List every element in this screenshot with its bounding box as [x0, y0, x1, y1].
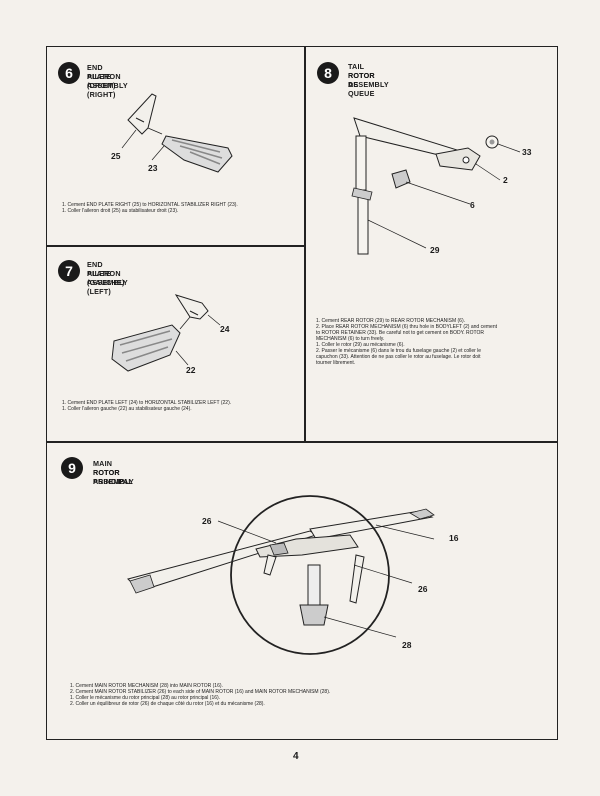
step-instructions: 1. Cement REAR ROTOR (29) to REAR ROTOR … [316, 318, 497, 366]
step-title-en: END PLATE ASSEMBLY (RIGHT) [87, 63, 128, 99]
instruction-line: 1. Coller le mécanisme du rotor principa… [70, 695, 221, 701]
callout-label: 23 [148, 163, 158, 173]
instruction-line: to ROTOR RETAINER (33). Be careful not t… [316, 330, 485, 336]
step-title-fr: AILERON (DROIT) [87, 72, 121, 90]
step-title-en: MAIN ROTOR ASSEMBLY [93, 459, 134, 486]
step-title-en: TAIL ROTOR ASSEMBLY [348, 62, 389, 89]
callout-label: 28 [402, 640, 412, 650]
callout-label: 24 [220, 324, 230, 334]
step-number-badge: 6 [58, 62, 80, 84]
left-row-divider [46, 245, 305, 247]
instruction-line: 1. Coller l'aileron droit (25) au stabil… [62, 208, 179, 214]
step-number-badge: 9 [61, 457, 83, 479]
step-title-fr: ROTOR DE QUEUE [348, 71, 375, 98]
instruction-line: MECHANISM (6) to turn freely. [316, 336, 385, 342]
instruction-line: 1. Cement REAR ROTOR (29) to REAR ROTOR … [316, 318, 466, 324]
instruction-frame [46, 46, 558, 740]
instruction-line: capuchon (33). Attention de ne pas colle… [316, 354, 481, 360]
instruction-line: 2. Coller un équilibreur de rotor (26) d… [70, 701, 265, 707]
main-rotor-diagram [127, 495, 435, 655]
instruction-line: tourner librement. [316, 360, 356, 366]
instruction-line: 2. Place REAR ROTOR MECHANISM (6) thru h… [316, 324, 497, 330]
step-instructions: 1. Cement END PLATE RIGHT (25) to HORIZO… [62, 202, 238, 214]
callout-label: 26 [418, 584, 428, 594]
step-title-fr: AILERON (GAUCHE) [87, 269, 125, 287]
page-number: 4 [293, 751, 299, 762]
callout-label: 25 [111, 151, 121, 161]
instruction-line: 1. Coller le rotor (29) au mécanisme (6)… [316, 342, 405, 348]
step-title-fr: ROTOR PRINCIPAL [93, 468, 134, 486]
step-instructions: 1. Cement MAIN ROTOR MECHANISM (28) into… [70, 683, 330, 707]
tail-rotor-diagram [351, 117, 521, 255]
callout-label: 33 [522, 147, 532, 157]
step-title-en: END PLATE ASSEMBLY (LEFT) [87, 260, 128, 296]
instruction-line: 2. Passer le mécanisme (6) dans le trou … [316, 348, 482, 354]
instruction-line: 1. Cement END PLATE LEFT (24) to HORIZON… [62, 400, 232, 406]
callout-label: 29 [430, 245, 440, 255]
callout-label: 6 [470, 200, 475, 210]
end-plate-left-diagram [111, 294, 221, 372]
callout-label: 2 [503, 175, 508, 185]
step-number-badge: 7 [58, 260, 80, 282]
column-divider [304, 46, 306, 442]
bottom-row-divider [46, 441, 558, 443]
instruction-line: 2. Cement MAIN ROTOR STABILIZER (26) to … [70, 689, 331, 695]
instruction-line: 1. Coller l'aileron gauche (22) au stabi… [62, 406, 192, 412]
end-plate-right-diagram [121, 93, 233, 173]
step-number-badge: 8 [317, 62, 339, 84]
callout-label: 26 [202, 516, 212, 526]
step-instructions: 1. Cement END PLATE LEFT (24) to HORIZON… [62, 400, 231, 412]
instruction-line: 1. Cement END PLATE RIGHT (25) to HORIZO… [62, 202, 238, 208]
callout-label: 16 [449, 533, 459, 543]
callout-label: 22 [186, 365, 196, 375]
instruction-line: 1. Cement MAIN ROTOR MECHANISM (28) into… [70, 683, 223, 689]
